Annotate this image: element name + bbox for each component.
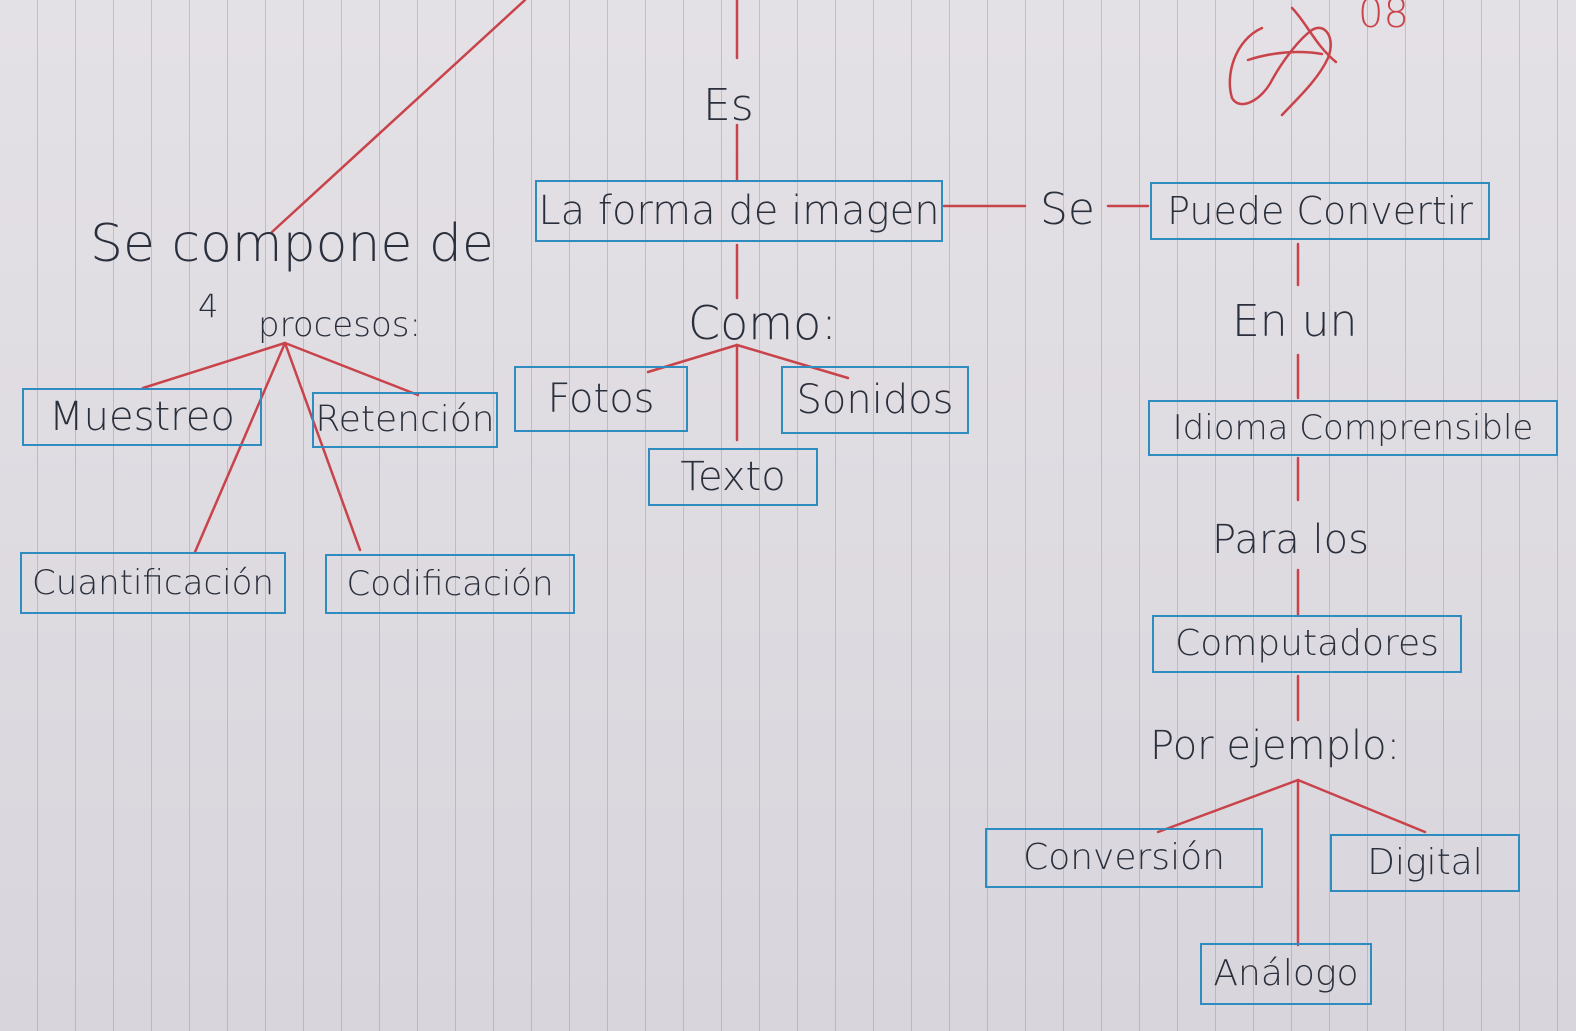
item-box-fotos: Fotos	[514, 366, 688, 432]
link-label-como: Como:	[688, 296, 837, 350]
signature	[1228, 6, 1338, 117]
connector-line	[193, 341, 287, 554]
item-box-texto: Texto	[648, 448, 818, 506]
connector-line	[735, 343, 850, 380]
connector-line	[141, 341, 287, 390]
process-label: Cuantificación	[32, 563, 274, 603]
process-box-muestreo: Muestreo	[22, 388, 262, 446]
item-label: Texto	[680, 454, 786, 500]
concept-label: Idioma Comprensible	[1172, 408, 1534, 448]
link-label-para-los: Para los	[1212, 517, 1369, 563]
process-box-cuantificacion: Cuantificación	[20, 552, 286, 614]
item-box-sonidos: Sonidos	[781, 366, 969, 434]
example-label: Conversión	[1023, 837, 1225, 878]
heading-procesos: procesos:	[258, 305, 421, 345]
connector-line	[1296, 778, 1427, 834]
example-box-conversion: Conversión	[985, 828, 1263, 888]
link-label-se: Se	[1040, 184, 1095, 235]
link-label-por-ejemplo: Por ejemplo:	[1150, 723, 1401, 769]
page-number: 08	[1358, 0, 1409, 37]
item-label: Fotos	[547, 376, 655, 422]
link-label-en-un: En un	[1232, 296, 1358, 347]
concept-box-puede-convertir: Puede Convertir	[1150, 182, 1490, 240]
item-label: Sonidos	[796, 377, 954, 423]
link-label-es: Es	[703, 80, 754, 131]
concept-box-idioma: Idioma Comprensible	[1148, 400, 1558, 456]
process-box-codificacion: Codificación	[325, 554, 575, 614]
connector-line	[1156, 778, 1300, 834]
process-label: Retención	[315, 399, 495, 440]
heading-count: 4	[198, 287, 219, 325]
example-box-analogo: Análogo	[1200, 943, 1372, 1005]
main-concept-label: La forma de imagen	[538, 188, 940, 234]
example-label: Análogo	[1213, 953, 1359, 994]
concept-label: Computadores	[1175, 623, 1439, 664]
connector-line	[270, 0, 527, 234]
main-concept-box: La forma de imagen	[535, 180, 943, 242]
heading-se-compone: Se compone de	[90, 214, 494, 274]
process-box-retencion: Retención	[312, 392, 498, 448]
example-box-digital: Digital	[1330, 834, 1520, 892]
example-label: Digital	[1367, 842, 1483, 883]
concept-label: Puede Convertir	[1167, 189, 1473, 233]
concept-box-computadores: Computadores	[1152, 615, 1462, 673]
process-label: Codificación	[346, 564, 554, 604]
process-label: Muestreo	[49, 394, 235, 440]
connector-line	[283, 341, 420, 397]
